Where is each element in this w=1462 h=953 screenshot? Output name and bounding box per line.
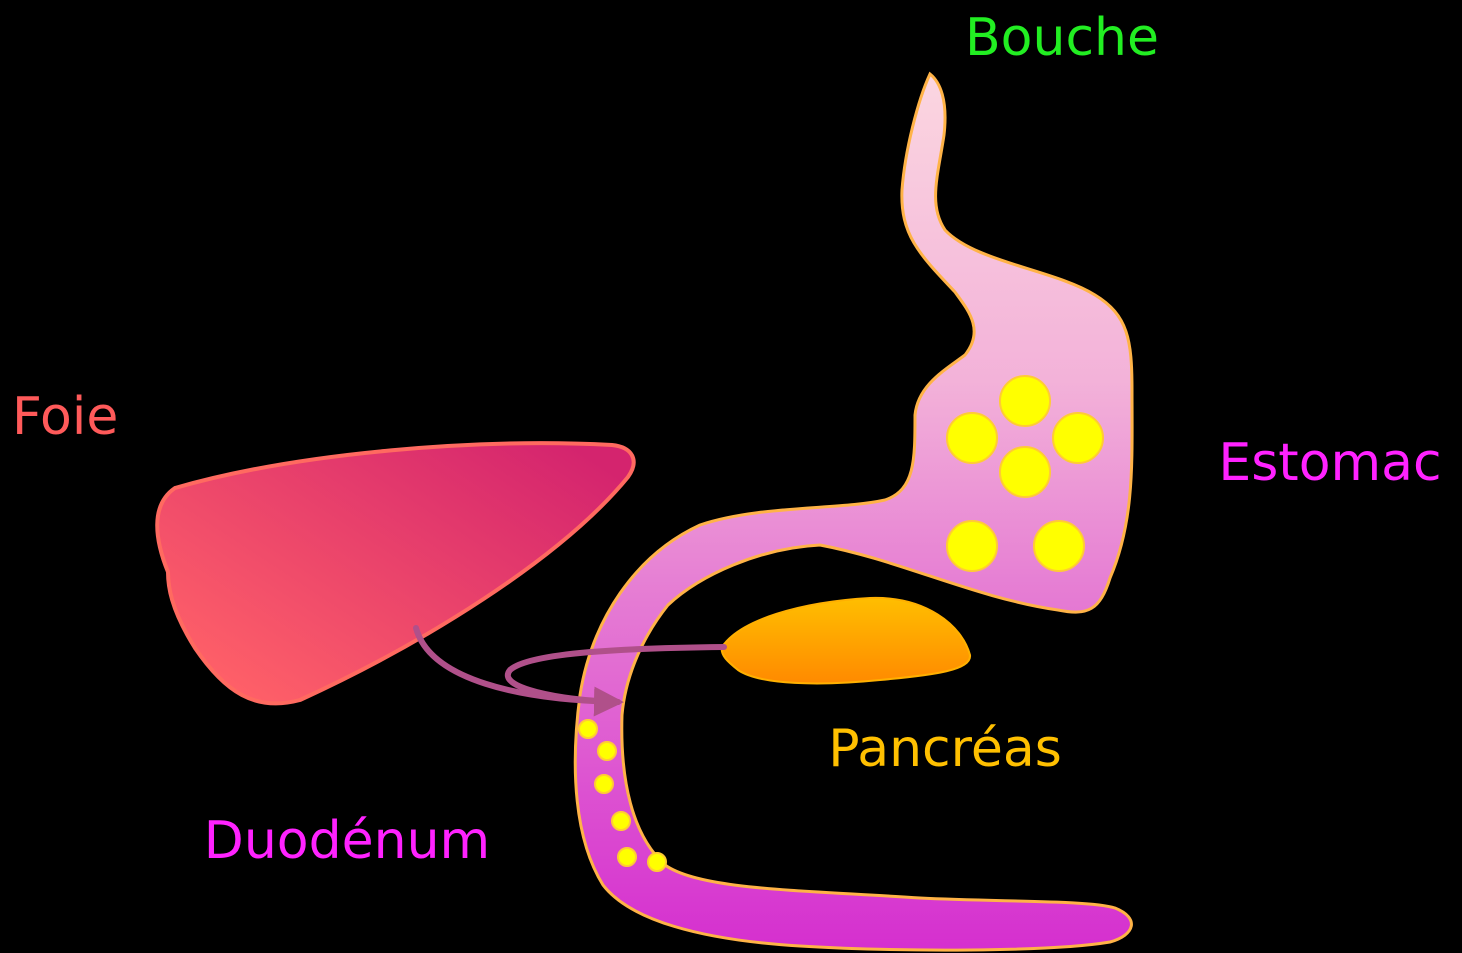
food-particle <box>598 742 616 760</box>
food-particle <box>1034 521 1084 571</box>
food-particle <box>612 812 630 830</box>
pancreas-shape <box>722 598 970 684</box>
digestive-tract-shape <box>575 74 1132 950</box>
liver-shape <box>157 443 633 703</box>
food-particle <box>618 848 636 866</box>
stomach-label: Estomac <box>1218 433 1441 493</box>
food-particle <box>1053 413 1103 463</box>
food-particle <box>579 720 597 738</box>
food-particle <box>947 413 997 463</box>
duodenum-label: Duodénum <box>204 811 490 871</box>
food-particle <box>947 521 997 571</box>
mouth-label: Bouche <box>965 8 1159 68</box>
food-particle <box>1000 447 1050 497</box>
food-particle <box>595 775 613 793</box>
food-particle <box>648 853 666 871</box>
food-particle <box>1000 376 1050 426</box>
pancreas-label: Pancréas <box>828 719 1062 779</box>
liver-label: Foie <box>12 387 118 447</box>
